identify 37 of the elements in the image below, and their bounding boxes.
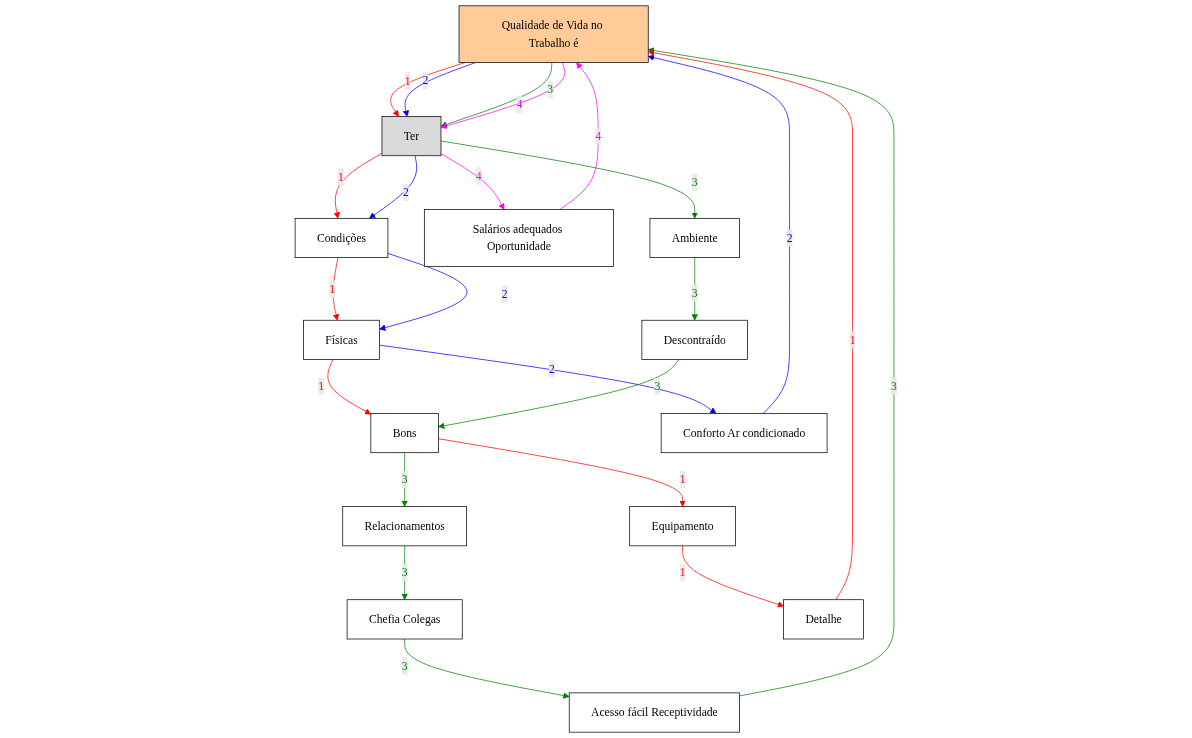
edge-label: 3 bbox=[654, 379, 661, 393]
edge-label: 2 bbox=[403, 186, 409, 199]
edge-label: 2 bbox=[548, 362, 555, 375]
node-box: Qualidade de Vida no Trabalho é bbox=[458, 5, 649, 63]
node-box: Conforto Ar condicionado bbox=[660, 413, 828, 454]
edge-label: 1 bbox=[849, 333, 856, 346]
edge-label: 1 bbox=[404, 74, 411, 87]
node-box: Ter bbox=[381, 116, 442, 157]
node-box: Equipamento bbox=[629, 506, 736, 547]
edge-label: 1 bbox=[318, 379, 325, 393]
edge-label: 4 bbox=[595, 129, 602, 142]
node-box: Condições bbox=[294, 217, 389, 258]
node-box: Relacionamentos bbox=[342, 506, 467, 547]
node-box: Chefia Colegas bbox=[346, 599, 463, 640]
edge-label: 1 bbox=[679, 566, 686, 579]
edge-label: 1 bbox=[679, 473, 686, 486]
edge-label: 2 bbox=[501, 287, 508, 301]
edge-label: 2 bbox=[422, 74, 429, 87]
edge-label: 4 bbox=[516, 97, 523, 111]
edge-label: 1 bbox=[329, 282, 336, 295]
edge-label: 3 bbox=[891, 379, 897, 393]
edge-label: 1 bbox=[338, 170, 344, 183]
edge-label: 3 bbox=[401, 566, 408, 579]
node-box: Acesso fácil Receptividade bbox=[568, 692, 740, 733]
edge-label: 3 bbox=[691, 286, 698, 300]
edge-label: 3 bbox=[691, 176, 698, 189]
node-box: Ambiente bbox=[649, 217, 740, 258]
edge-label: 3 bbox=[401, 473, 408, 486]
node-box: Salários adequados Oportunidade bbox=[423, 209, 614, 267]
edge-label: 4 bbox=[475, 169, 482, 182]
node-box: Detalhe bbox=[783, 599, 864, 640]
node-box: Descontraído bbox=[641, 319, 748, 360]
node-box: Bons bbox=[370, 413, 439, 454]
edge-label: 2 bbox=[786, 231, 793, 244]
node-box: Físicas bbox=[303, 319, 380, 360]
edge-label: 3 bbox=[547, 82, 554, 96]
edge-label: 3 bbox=[401, 659, 408, 672]
